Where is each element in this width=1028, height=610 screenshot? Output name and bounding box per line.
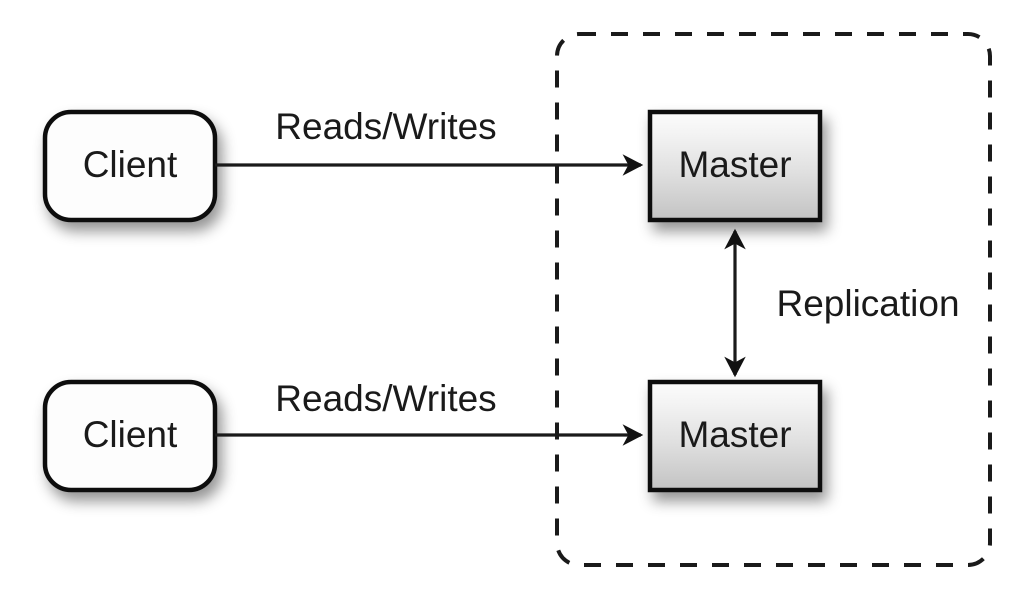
reads-writes-label-top: Reads/Writes (275, 106, 496, 147)
client-bottom-label: Client (83, 414, 178, 455)
master-bottom-label: Master (678, 414, 791, 455)
client-top-label: Client (83, 144, 178, 185)
edge-master-to-master: Replication (724, 228, 960, 378)
node-client-bottom[interactable]: Client (42, 379, 218, 493)
edge-client-bottom-to-master-bottom: Reads/Writes (215, 378, 644, 446)
master-bottom-shape (647, 379, 823, 493)
node-master-top[interactable]: Master (647, 109, 823, 223)
replication-cluster-boundary (555, 32, 992, 567)
master-top-label: Master (678, 144, 791, 185)
node-master-bottom[interactable]: Master (647, 379, 823, 493)
edge-client-top-to-master-top: Reads/Writes (215, 106, 644, 176)
reads-writes-label-bottom: Reads/Writes (275, 378, 496, 419)
node-client-top[interactable]: Client (42, 109, 218, 223)
master-top-shape (647, 109, 823, 223)
replication-label: Replication (776, 283, 959, 324)
